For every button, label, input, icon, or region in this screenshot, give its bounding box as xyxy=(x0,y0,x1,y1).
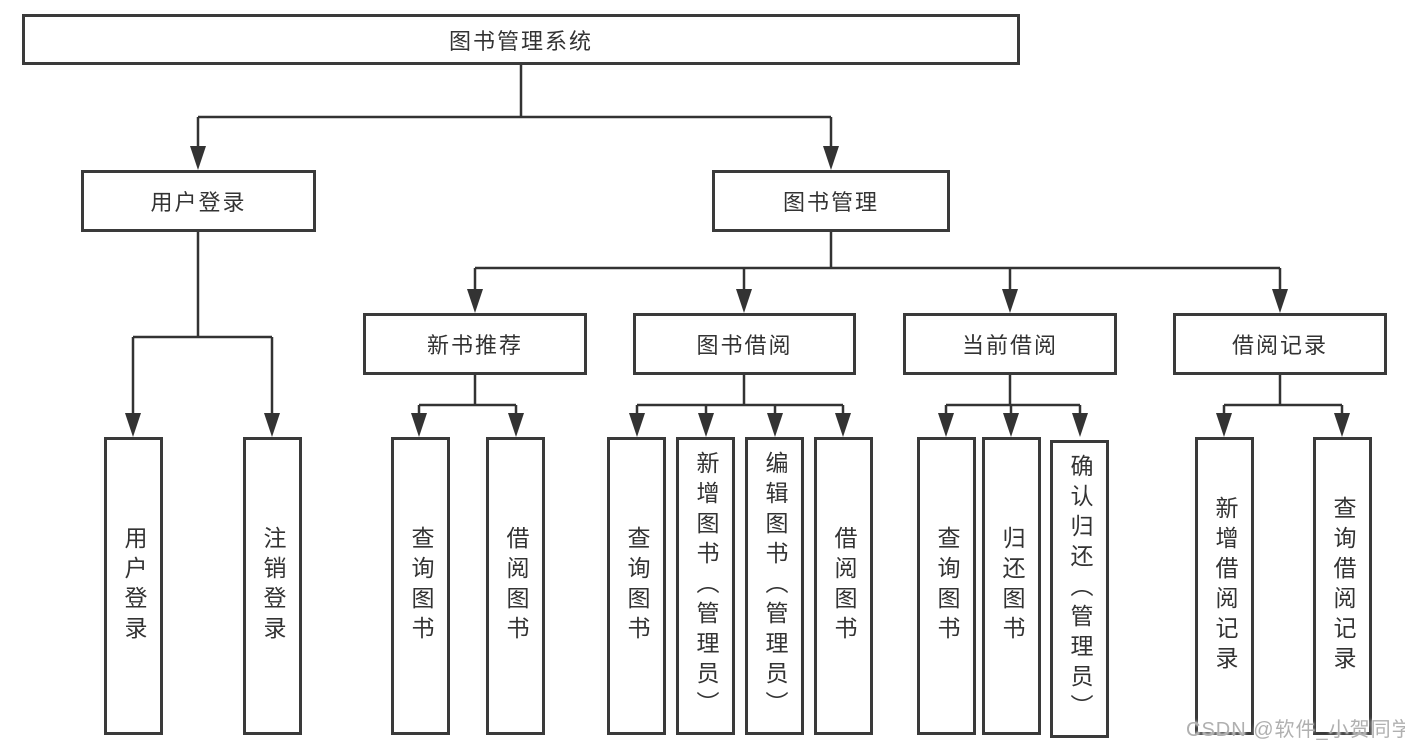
leaf-query-books-borrowing: 查询图书 xyxy=(607,437,666,735)
leaf-user-login: 用户登录 xyxy=(104,437,163,735)
node-user-login: 用户登录 xyxy=(81,170,316,232)
node-current-borrowing: 当前借阅 xyxy=(903,313,1117,375)
csdn-watermark: CSDN @软件_小贺同学 xyxy=(1186,719,1405,741)
node-book-borrowing: 图书借阅 xyxy=(633,313,856,375)
leaf-query-borrow-record: 查询借阅记录 xyxy=(1313,437,1372,735)
leaf-borrow-books: 借阅图书 xyxy=(814,437,873,735)
leaf-add-books-admin: 新增图书（管理员） xyxy=(676,437,735,735)
node-book-management: 图书管理 xyxy=(712,170,950,232)
node-borrowing-records: 借阅记录 xyxy=(1173,313,1387,375)
leaf-borrow-books-recommend: 借阅图书 xyxy=(486,437,545,735)
leaf-add-borrow-record: 新增借阅记录 xyxy=(1195,437,1254,735)
arrowhead-icons xyxy=(125,146,1350,437)
leaf-query-books-current: 查询图书 xyxy=(917,437,976,735)
node-new-book-recommendation: 新书推荐 xyxy=(363,313,587,375)
leaf-edit-books-admin: 编辑图书（管理员） xyxy=(745,437,804,735)
leaf-query-books-recommend: 查询图书 xyxy=(391,437,450,735)
node-library-management-system: 图书管理系统 xyxy=(22,14,1020,65)
leaf-confirm-return-admin: 确认归还（管理员） xyxy=(1050,440,1109,738)
leaf-logout: 注销登录 xyxy=(243,437,302,735)
leaf-return-books: 归还图书 xyxy=(982,437,1041,735)
